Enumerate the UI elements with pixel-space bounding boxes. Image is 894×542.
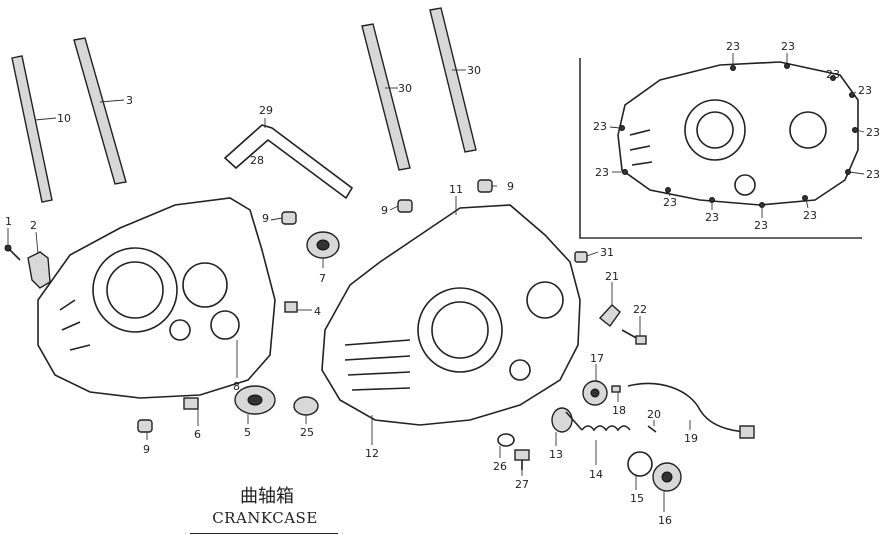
bolt-27 — [514, 449, 530, 470]
left-crankcase — [37, 197, 276, 399]
callout-28: 28 — [250, 154, 264, 167]
inset-callout-23-l: 23 — [593, 120, 607, 133]
bolt-1 — [4, 244, 21, 261]
bearing-7 — [306, 231, 340, 259]
inset-callout-23-g: 23 — [803, 209, 817, 222]
inset-callout-23-e: 23 — [866, 126, 880, 139]
callout-30-b: 30 — [467, 64, 481, 77]
inset-callout-23-c: 23 — [826, 68, 840, 81]
inset-callout-23-h: 23 — [754, 219, 768, 232]
right-crankcase — [321, 204, 581, 426]
callout-10: 10 — [57, 112, 71, 125]
callout-9-c: 9 — [381, 204, 388, 217]
hex-key-29 — [223, 118, 354, 200]
screw-20 — [647, 425, 657, 433]
callout-9-d: 9 — [143, 443, 150, 456]
callout-29: 29 — [259, 104, 273, 117]
callout-19: 19 — [684, 432, 698, 445]
callout-7: 7 — [319, 272, 326, 285]
title-underline — [190, 533, 338, 534]
diagram-title-english: CRANKCASE — [212, 509, 318, 527]
dowel-9-b — [477, 179, 493, 193]
cap-16 — [652, 462, 682, 492]
wire-19 — [627, 382, 755, 439]
dowel-9-d — [137, 419, 153, 433]
inset-leader-lines — [609, 53, 865, 218]
clip-6 — [183, 397, 199, 410]
stud-30-left — [361, 23, 411, 171]
stud-10 — [11, 55, 57, 203]
inset-panel — [579, 58, 862, 239]
callout-30-a: 30 — [398, 82, 412, 95]
callout-15: 15 — [630, 492, 644, 505]
inset-callout-23-f: 23 — [866, 168, 880, 181]
callout-4: 4 — [314, 305, 321, 318]
callout-20: 20 — [647, 408, 661, 421]
callout-3: 3 — [126, 94, 133, 107]
callout-18: 18 — [612, 404, 626, 417]
stud-3 — [73, 37, 127, 185]
callout-22: 22 — [633, 303, 647, 316]
callout-16: 16 — [658, 514, 672, 527]
callout-14: 14 — [589, 468, 603, 481]
callout-2: 2 — [30, 219, 37, 232]
spring-14 — [581, 425, 631, 432]
callout-9-a: 9 — [262, 212, 269, 225]
washer-26 — [497, 433, 515, 447]
callout-1: 1 — [5, 215, 12, 228]
callout-8: 8 — [233, 380, 240, 393]
inset-callout-23-i: 23 — [705, 211, 719, 224]
callout-6: 6 — [194, 428, 201, 441]
bearing-17 — [582, 380, 608, 406]
inset-callout-23-a: 23 — [726, 40, 740, 53]
callout-26: 26 — [493, 460, 507, 473]
callout-12: 12 — [365, 447, 379, 460]
bracket-2 — [27, 251, 51, 289]
sensor-21 — [598, 304, 621, 328]
callout-9-b: 9 — [507, 180, 514, 193]
inset-callout-23-d: 23 — [858, 84, 872, 97]
inset-callout-23-k: 23 — [595, 166, 609, 179]
callout-11: 11 — [449, 183, 463, 196]
callout-13: 13 — [549, 448, 563, 461]
callout-31: 31 — [600, 246, 614, 259]
filter-13 — [551, 407, 583, 433]
bearing-5 — [234, 385, 276, 415]
stud-30-right — [429, 7, 477, 153]
bolt-22 — [621, 329, 647, 345]
dowel-9-c — [397, 199, 413, 213]
clip-18 — [611, 385, 621, 393]
clip-4 — [284, 301, 298, 313]
diagram-title-chinese: 曲轴箱 — [240, 486, 294, 507]
dowel-9-a — [281, 211, 297, 225]
inset-callout-23-b: 23 — [781, 40, 795, 53]
seal-25 — [293, 396, 319, 416]
leader-lines — [7, 185, 691, 512]
callout-5: 5 — [244, 426, 251, 439]
callout-17: 17 — [590, 352, 604, 365]
oring-15 — [627, 451, 653, 477]
inset-callout-23-j: 23 — [663, 196, 677, 209]
callout-27: 27 — [515, 478, 529, 491]
callout-21: 21 — [605, 270, 619, 283]
callout-25: 25 — [300, 426, 314, 439]
plug-31 — [574, 251, 588, 263]
